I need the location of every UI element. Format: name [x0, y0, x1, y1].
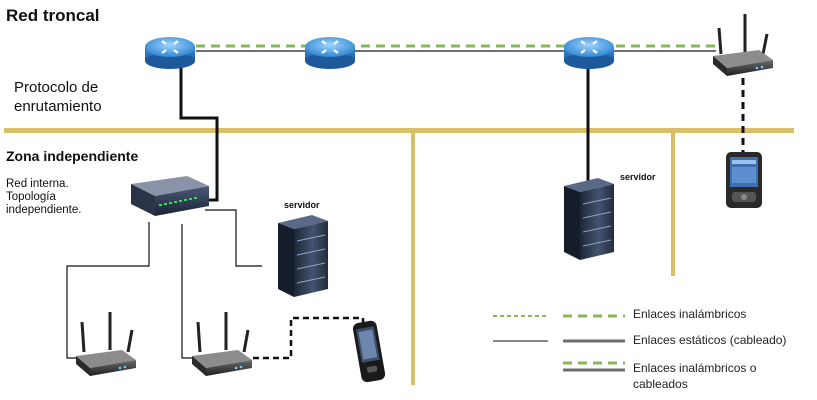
protocol-label: Protocolo de enrutamiento — [14, 79, 102, 115]
router-icon — [305, 37, 355, 69]
zone-title: Zona independiente — [6, 148, 139, 164]
router-switch-link — [179, 62, 219, 202]
zone-separator-right — [671, 133, 675, 276]
switch-icon — [131, 176, 209, 216]
zone-internal-links — [66, 209, 262, 359]
router-icon — [564, 37, 614, 69]
backbone-separator-band — [4, 128, 794, 133]
zone-separator-left — [411, 133, 415, 385]
legend-mixed-sample — [563, 361, 625, 372]
server-icon — [278, 215, 328, 297]
left-server-label: servidor — [284, 200, 320, 210]
legend-static-label: Enlaces estáticos (cableado) — [633, 333, 787, 347]
legend-mixed-label: Enlaces inalámbricos o cableados — [633, 361, 757, 391]
legend-wireless-label: Enlaces inalámbricos — [633, 307, 747, 321]
wireless-router-icon — [713, 14, 773, 76]
right-server-label: servidor — [620, 172, 656, 182]
backbone-title: Red troncal — [6, 6, 100, 25]
server-icon — [564, 178, 614, 260]
backbone-links — [196, 44, 716, 52]
pda-icon — [726, 152, 762, 208]
router-icon — [145, 37, 195, 69]
wireless-router-icon — [76, 312, 136, 376]
wireless-router-icon — [192, 312, 252, 376]
phone-icon — [352, 320, 386, 383]
router-phone-link — [253, 316, 365, 360]
zone-description: Red interna. Topología independiente. — [6, 178, 82, 216]
